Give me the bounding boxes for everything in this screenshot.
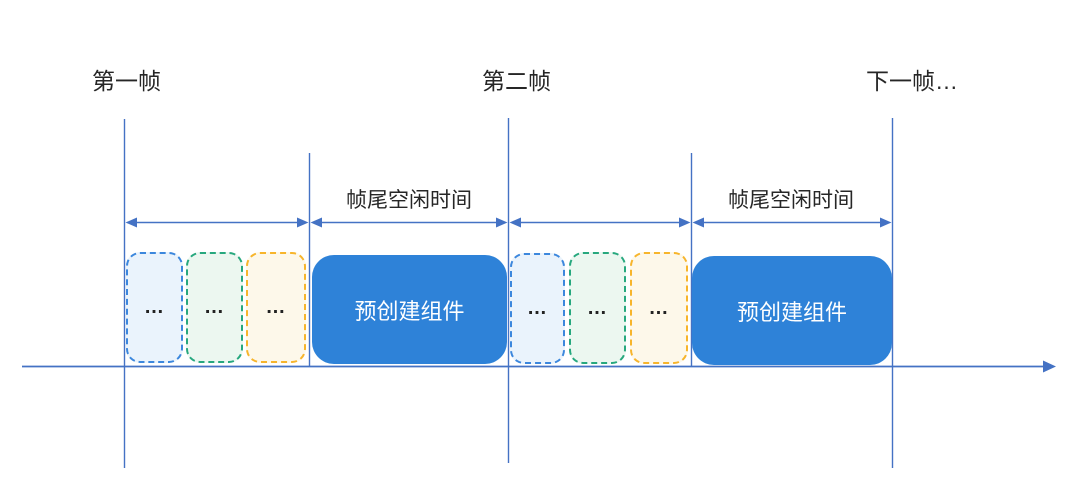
frame2-precreate-label: 预创建组件: [736, 299, 847, 325]
frame1-work-arrowhead-right: [297, 217, 309, 228]
frame2-idle-arrowhead-right: [880, 217, 892, 228]
frame1-idle-arrowhead-left: [310, 217, 322, 228]
frame1-slot-blue-ellipsis: …: [144, 296, 165, 318]
frame2-slot-green-ellipsis: …: [587, 296, 608, 319]
frame2-precreate-block: 预创建组件: [692, 256, 892, 365]
frame1-precreate-block: 预创建组件: [312, 255, 507, 364]
frame1-work-arrowhead-left: [125, 217, 137, 228]
frame1-precreate-label: 预创建组件: [354, 298, 465, 324]
frame1-slot-green-ellipsis: …: [204, 296, 225, 318]
frame2-work-arrowhead-left: [509, 217, 521, 228]
frame1-idle-arrowhead-right: [496, 217, 508, 228]
frame2-slot-yellow: …: [630, 252, 688, 364]
next-frame-label: 下一帧…: [866, 68, 958, 94]
timeline-arrowhead: [1043, 360, 1056, 373]
frame1-slot-blue: …: [126, 252, 183, 363]
frame2-slot-blue-ellipsis: …: [527, 297, 548, 319]
frame1-slot-green: …: [186, 252, 243, 363]
frame1-label: 第一帧: [92, 68, 161, 94]
frame2-slot-green: …: [569, 252, 626, 364]
frame1-idle-time-label: 帧尾空闲时间: [346, 189, 472, 212]
frame1-slot-yellow-ellipsis: …: [265, 296, 287, 318]
frame1-slot-yellow: …: [246, 252, 306, 363]
frame2-idle-arrowhead-left: [692, 217, 704, 228]
frame2-slot-yellow-ellipsis: …: [648, 296, 670, 319]
frame2-work-arrowhead-right: [679, 217, 691, 228]
frame2-idle-time-label: 帧尾空闲时间: [728, 189, 854, 212]
frame2-label: 第二帧: [482, 68, 551, 94]
frame2-slot-blue: …: [510, 253, 565, 364]
